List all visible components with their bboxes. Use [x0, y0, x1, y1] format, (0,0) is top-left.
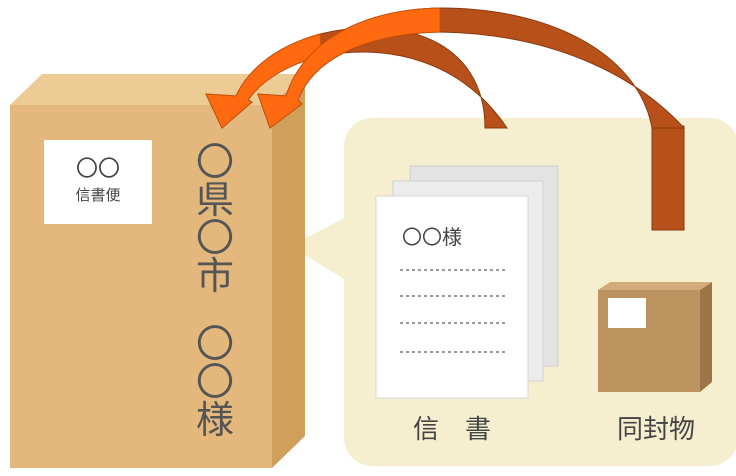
- address-vertical: 〇 県 〇 市 〇 〇 様: [196, 140, 234, 442]
- package-label: [608, 298, 646, 328]
- stamp-line2: 信書便: [75, 186, 120, 204]
- address-char: 様: [196, 398, 234, 442]
- address-char: 県: [196, 178, 234, 222]
- letter: 〇〇様: [375, 165, 559, 399]
- enclosure-package: [598, 282, 712, 392]
- address-char: 〇: [196, 322, 234, 366]
- address-char: 〇: [196, 140, 234, 184]
- letter-salutation: 〇〇様: [402, 225, 462, 249]
- stamp: 〇〇 信書便: [44, 140, 152, 224]
- package-side: [700, 282, 712, 392]
- enclosure-caption: 同封物: [617, 415, 695, 445]
- envelope: 〇〇 信書便 〇 県 〇 市 〇 〇 様: [10, 74, 305, 468]
- enclosure-insert-arrow: [257, 7, 686, 231]
- envelope-side: [272, 74, 305, 468]
- stamp-line1: 〇〇: [76, 157, 120, 182]
- address-char: 〇: [196, 360, 234, 404]
- enclosure-arrow-stem: [651, 125, 685, 231]
- address-char: 市: [196, 254, 234, 298]
- package-top: [598, 282, 712, 290]
- letter-caption: 信 書: [413, 415, 491, 445]
- address-char: 〇: [196, 216, 234, 260]
